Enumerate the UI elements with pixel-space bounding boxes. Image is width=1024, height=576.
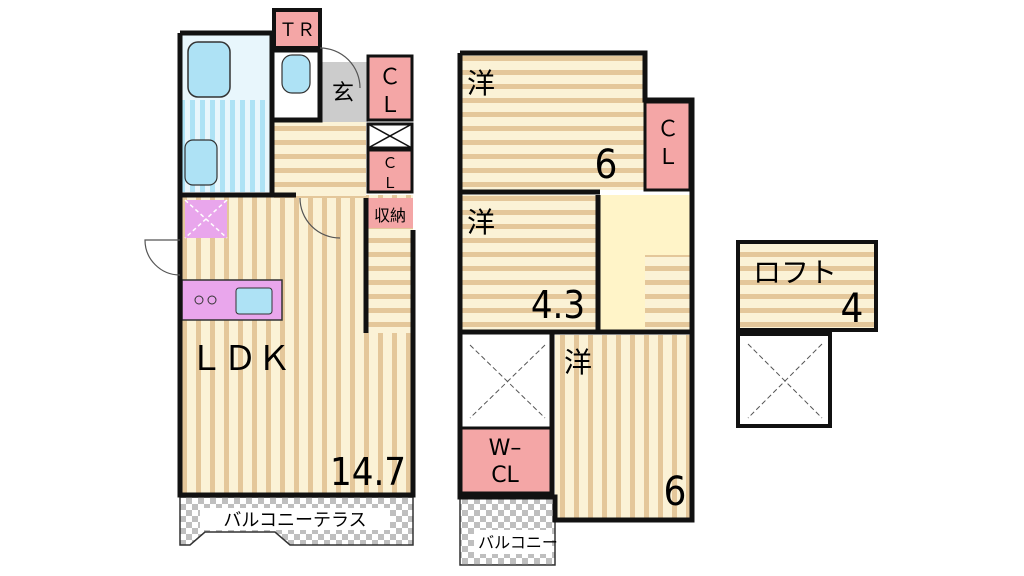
- closet-2f-label-2: Ｌ: [657, 145, 679, 170]
- closet-small-label-1: Ｃ: [382, 154, 397, 172]
- closet-top: [366, 54, 414, 122]
- ldk-label: ＬＤＫ: [189, 339, 291, 379]
- wcl-label-1: W–: [489, 436, 522, 461]
- storage-label: 収納: [374, 206, 406, 225]
- closet-2f-label-1: Ｃ: [657, 117, 679, 142]
- room-b-label: 洋: [467, 206, 495, 239]
- loft-floor: [736, 240, 878, 332]
- stairs-2f: [645, 255, 692, 330]
- room-c-label: 洋: [564, 346, 592, 379]
- hallway-floor: [274, 120, 366, 198]
- washbasin-icon: [184, 139, 218, 186]
- second-floor: [457, 50, 695, 566]
- room-b-floor: [460, 195, 600, 330]
- storage: [366, 198, 413, 228]
- balcony-2f-label: バルコニー: [478, 533, 558, 552]
- room-b-size: 4.3: [531, 283, 585, 327]
- toilet-icon: [281, 54, 311, 94]
- walls-2f: [457, 50, 695, 523]
- ldk-size: 14.7: [330, 450, 406, 494]
- entrance-floor: [320, 62, 368, 122]
- closet-small: [366, 148, 414, 194]
- entrance-label: 玄: [332, 81, 354, 106]
- room-a-size: 6: [595, 142, 618, 188]
- bathtub-icon: [187, 41, 231, 98]
- closet-small-label-2: Ｌ: [382, 174, 397, 192]
- walk-in-closet: [458, 426, 554, 495]
- wcl-label-2: CL: [491, 463, 519, 488]
- room-a-label: 洋: [467, 67, 495, 100]
- sink-icon: [235, 287, 273, 315]
- loft-label: ロフト: [753, 256, 837, 289]
- room-a-floor: [460, 55, 645, 190]
- balcony-terrace-label: バルコニーテラス: [223, 510, 366, 531]
- closet-top-label-1: Ｃ: [379, 65, 401, 90]
- first-floor: [144, 8, 416, 546]
- tr-label: ＴＲ: [279, 20, 315, 41]
- labels: ＴＲ 玄 Ｃ Ｌ Ｃ Ｌ 収納 ＬＤＫ 14.7 バルコニーテラス 洋 6 Ｃ …: [189, 20, 863, 552]
- room-c-size: 6: [664, 469, 687, 515]
- tr-box: [272, 8, 322, 50]
- closet-top-label-2: Ｌ: [379, 93, 401, 118]
- loft: [736, 240, 878, 428]
- stairs-1f: [366, 228, 413, 333]
- room-c-floor: [555, 335, 692, 520]
- loft-size: 4: [841, 286, 864, 332]
